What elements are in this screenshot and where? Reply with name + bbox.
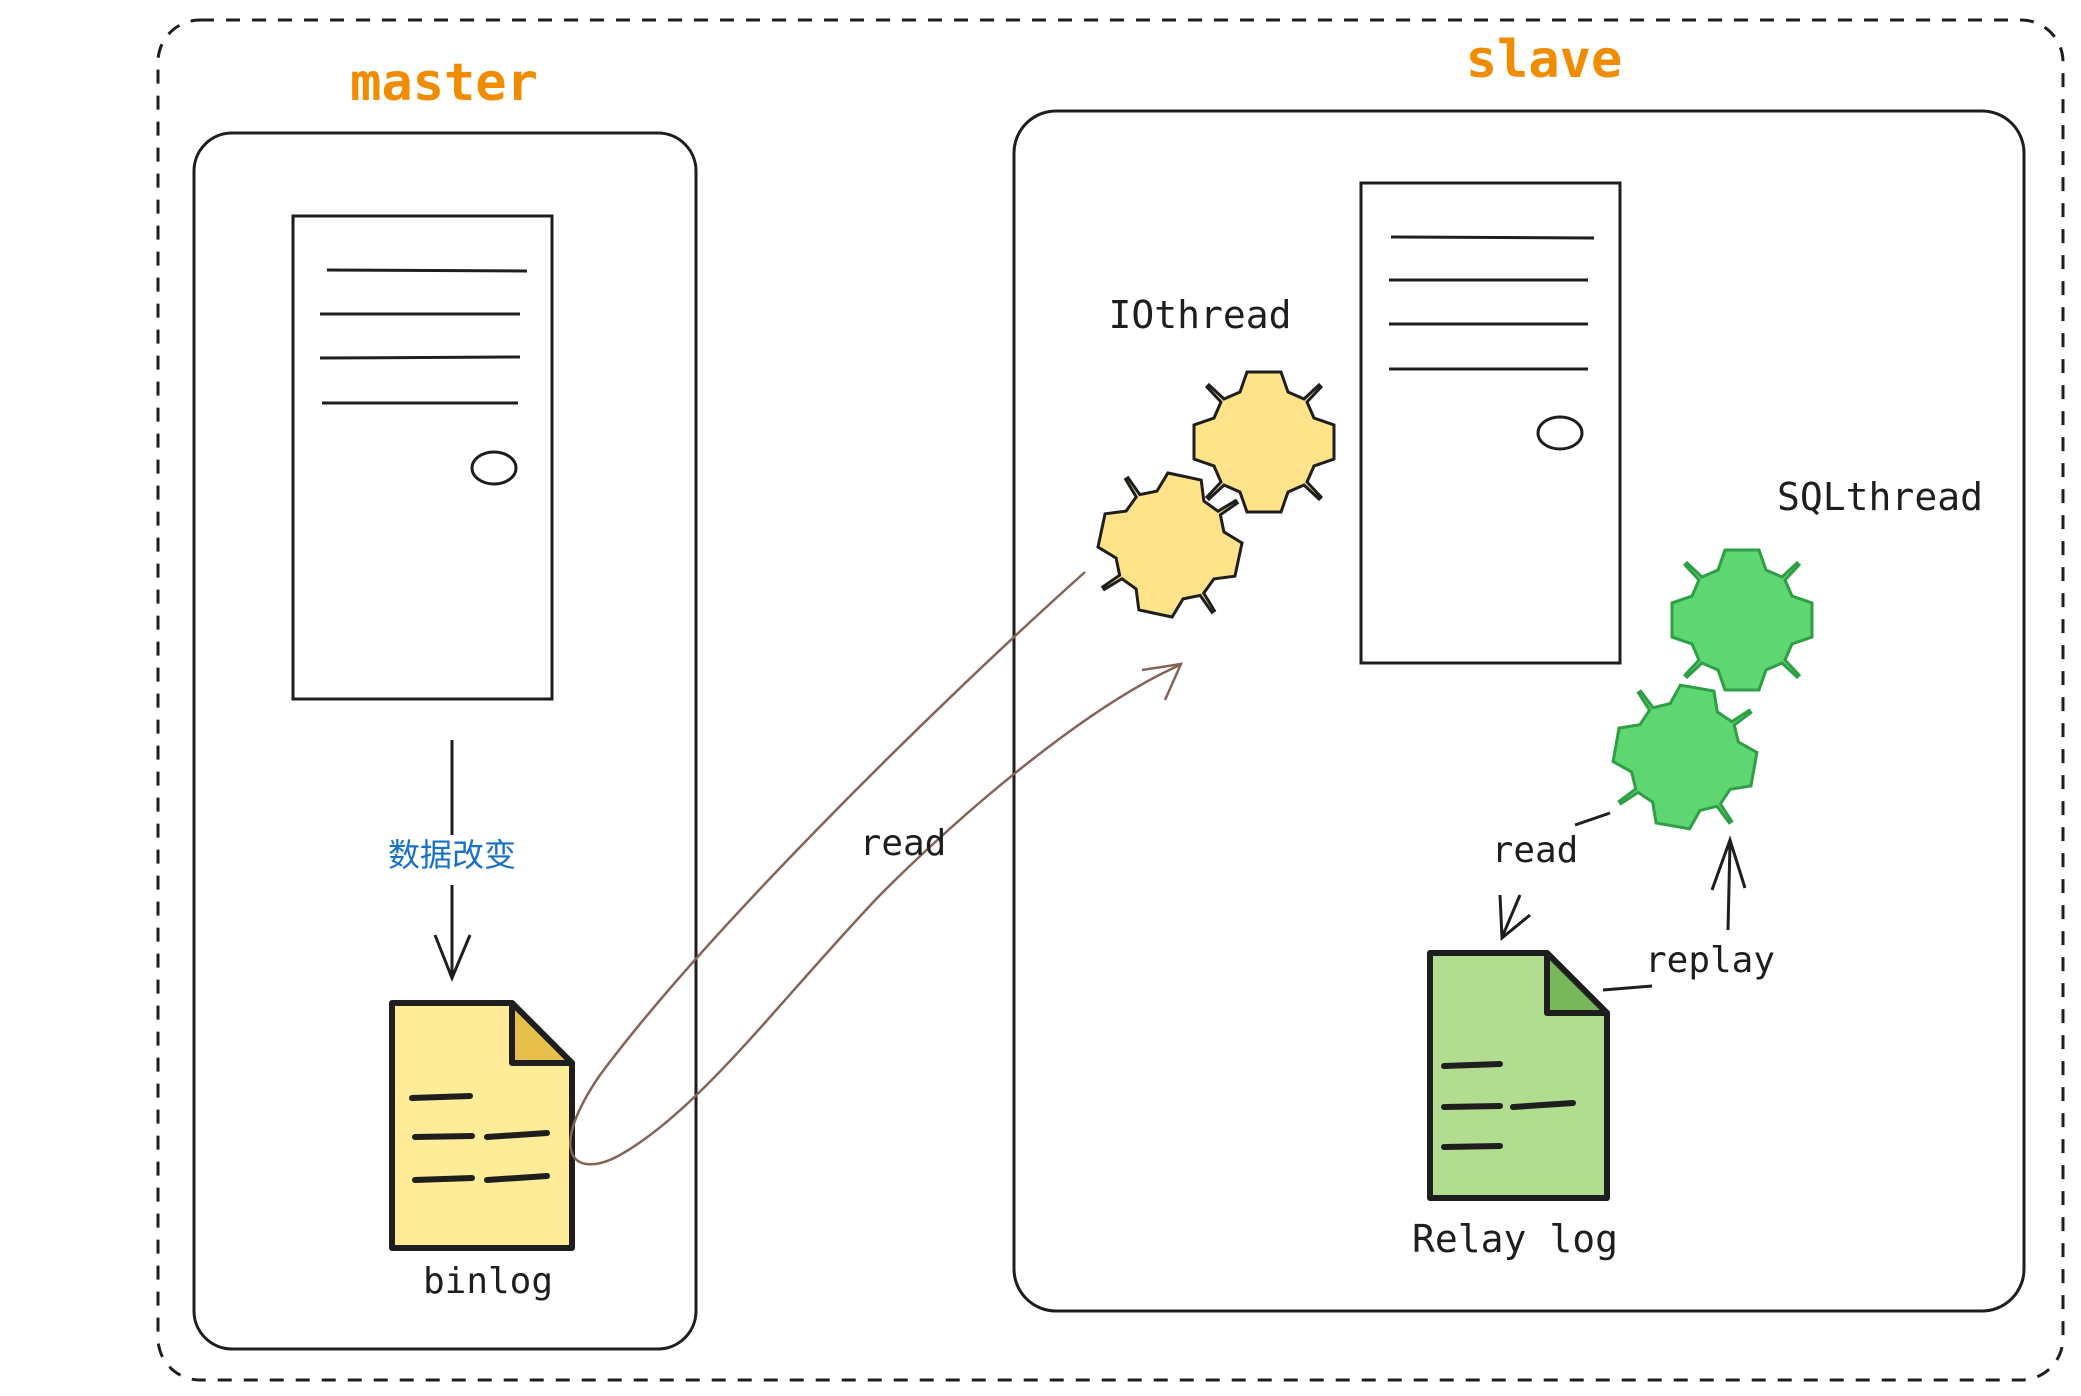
relay-log-document-icon [1427, 950, 1610, 1201]
sql-thread-label: SQLthread [1777, 475, 1983, 519]
read-label: read [860, 823, 947, 864]
data-change-arrow [433, 740, 472, 982]
slave-container [1012, 109, 2026, 1313]
relay-log-label: Relay log [1412, 1217, 1618, 1261]
replay-label: replay [1645, 940, 1775, 981]
master-server-icon [291, 214, 554, 701]
read-arrow [569, 571, 1184, 1166]
io-thread-label: IOthread [1108, 293, 1291, 337]
io-thread-gear-icon [1085, 370, 1336, 630]
outer-dashed-frame [156, 18, 2065, 1382]
slave-server-icon [1359, 181, 1622, 665]
binlog-document-icon [389, 1000, 575, 1251]
master-container [192, 131, 698, 1351]
relay-read-arrow [1498, 811, 1611, 942]
data-change-label: 数据改变 [388, 836, 516, 874]
slave-title: slave [1466, 30, 1623, 90]
master-title: master [350, 53, 538, 113]
relay-read-label: read [1492, 830, 1579, 871]
sql-thread-gear-icon [1602, 548, 1814, 840]
replay-arrow [1602, 835, 1747, 992]
binlog-label: binlog [423, 1261, 553, 1302]
